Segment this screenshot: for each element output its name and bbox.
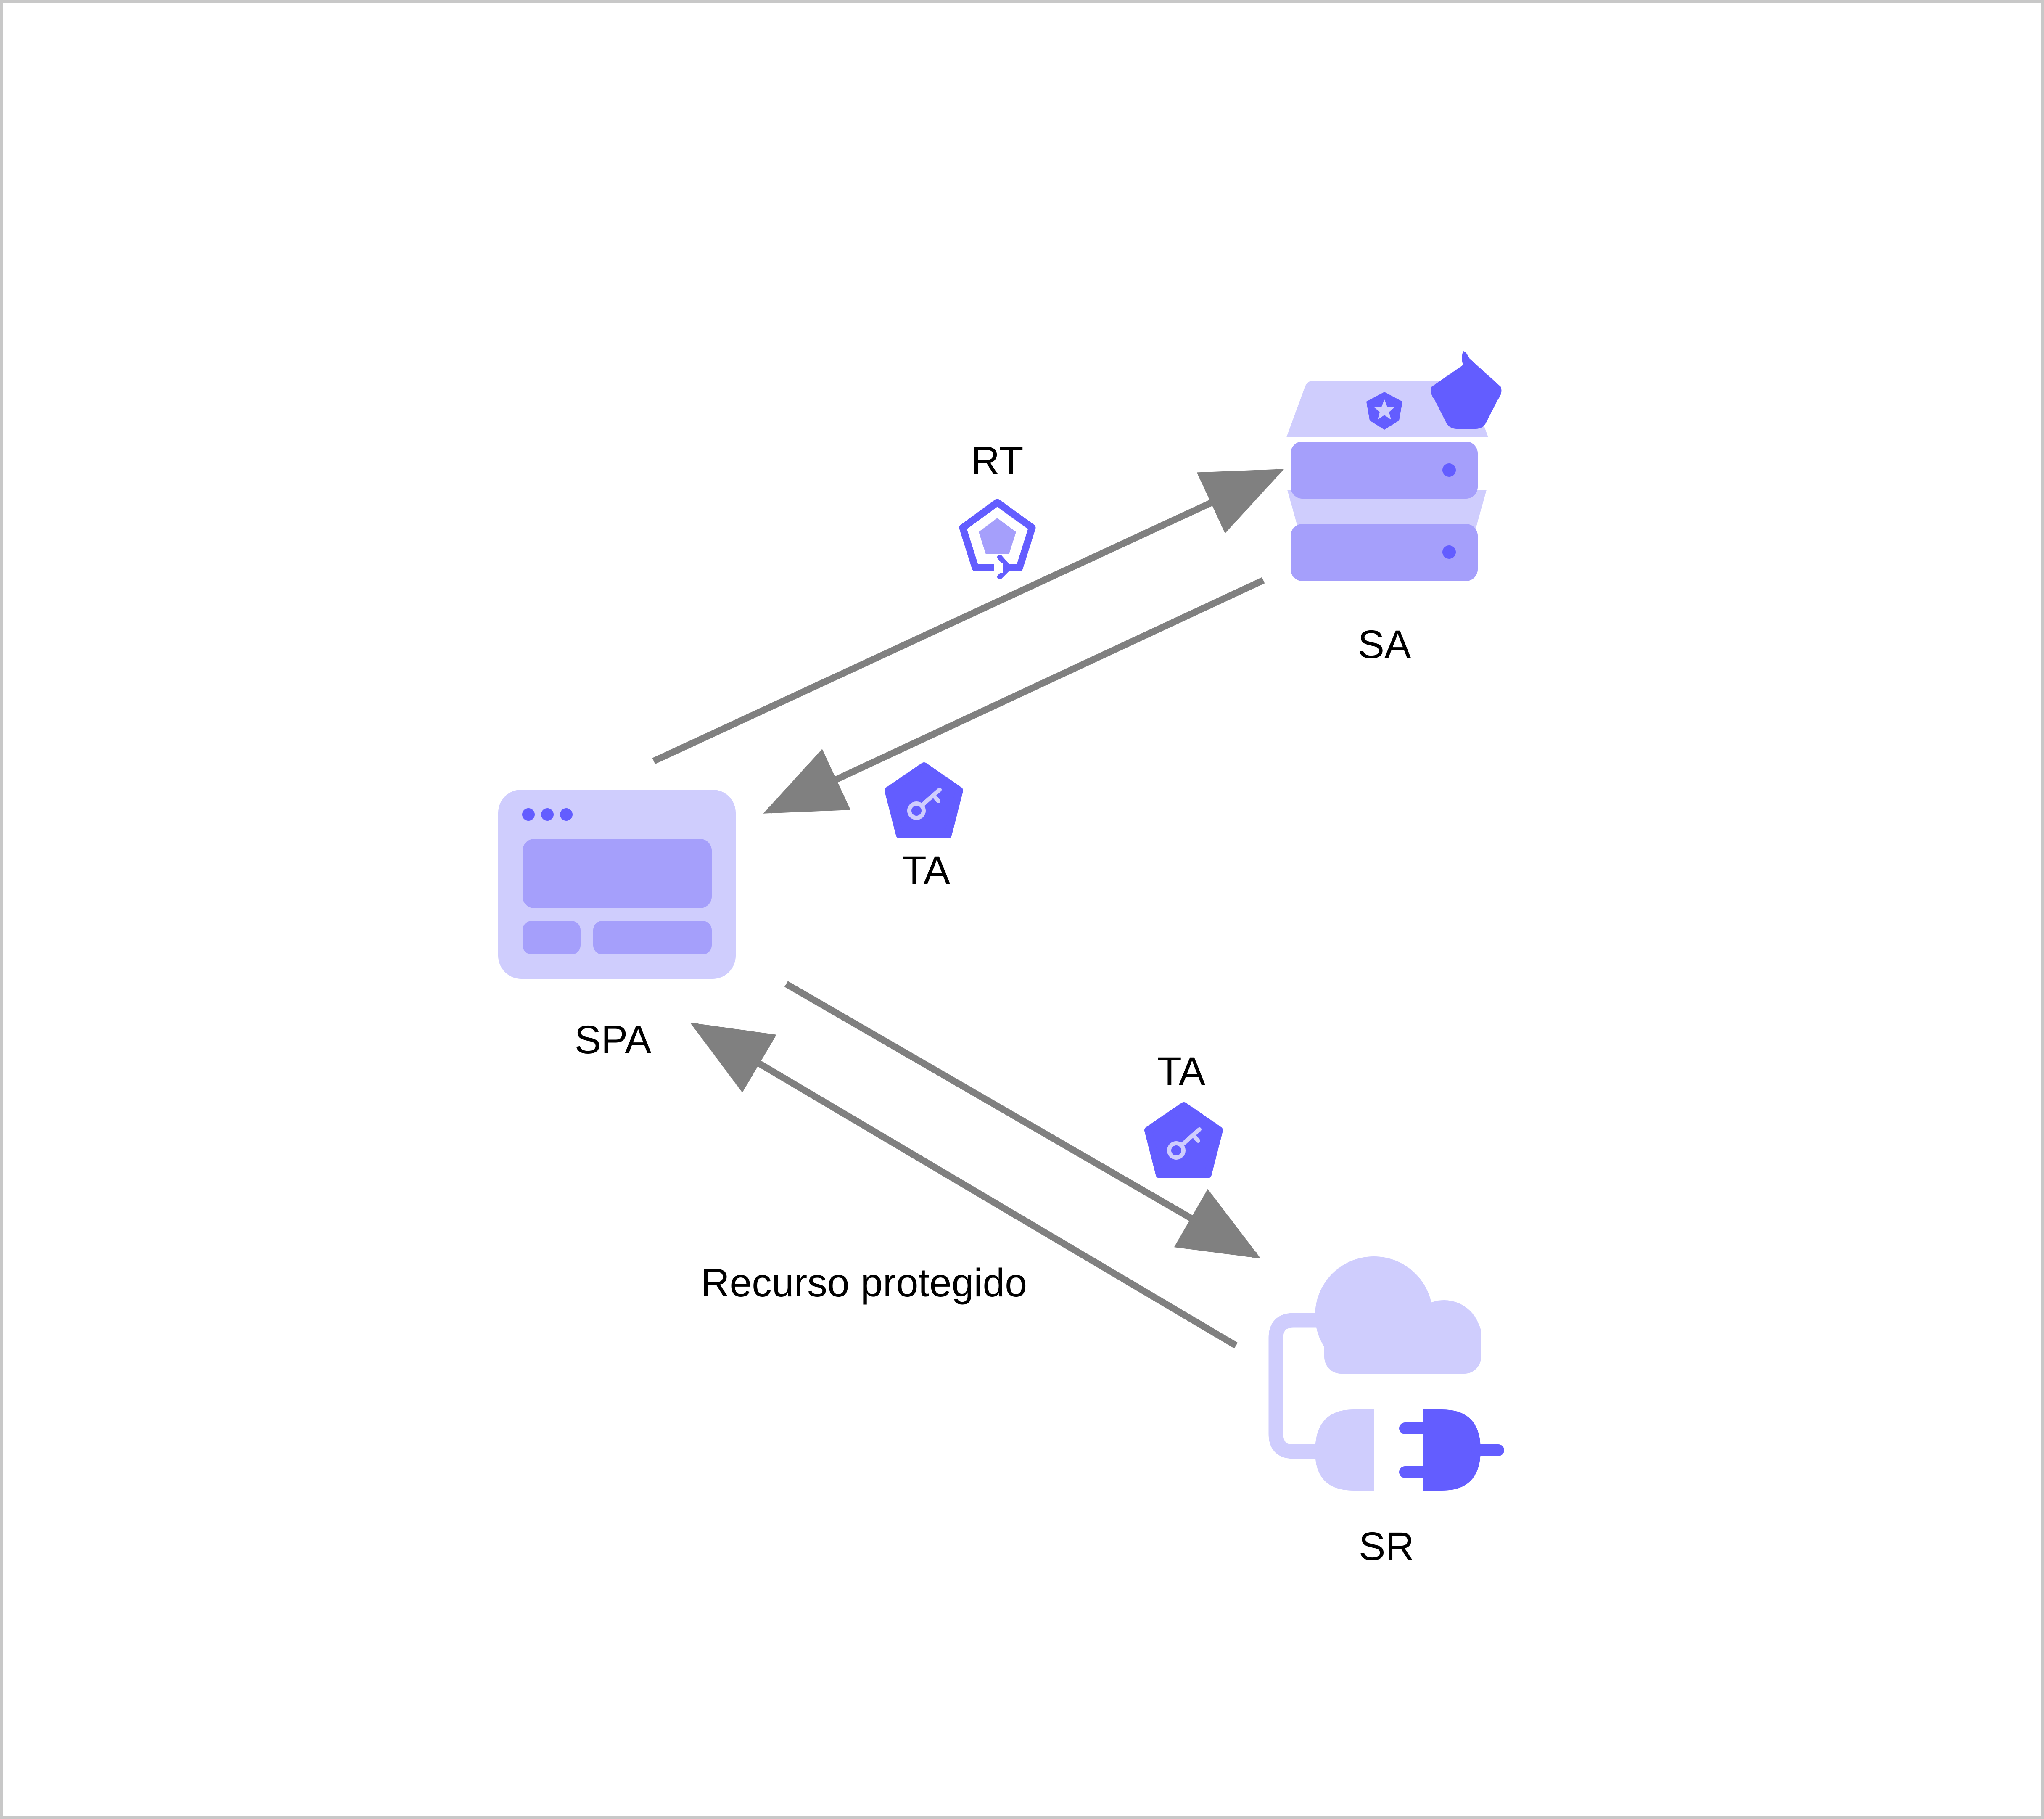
arrow-sr-to-spa [690,1022,1238,1348]
ta-label-top: TA [902,848,951,893]
arrow-spa-to-sa [652,468,1284,764]
spa-label: SPA [574,1018,652,1062]
arrow-spa-to-sr [784,981,1261,1259]
rt-label: RT [971,439,1024,483]
refresh-token-icon [959,499,1036,579]
browser-window-icon [498,790,736,979]
server-stack-icon [1286,351,1502,581]
key-pentagon-icon [885,762,963,838]
sa-node: SA [1286,351,1502,667]
ta-label-bottom: TA [1157,1049,1206,1094]
edge-sa-to-spa-label: TA [885,762,963,893]
pentagon-badge-icon [1431,351,1502,429]
sa-label: SA [1358,622,1411,667]
cloud-plug-icon [1268,1256,1504,1491]
key-pentagon-icon [1144,1102,1223,1178]
edge-spa-to-sr-label: TA [1144,1049,1223,1178]
sr-node: SR [1268,1256,1504,1569]
protected-resource-label: Recurso protegido [701,1261,1027,1305]
spa-node: SPA [498,790,736,1062]
arrow-sa-to-spa [763,577,1265,814]
edge-spa-to-sa-label: RT [959,439,1036,579]
sr-label: SR [1359,1524,1414,1569]
